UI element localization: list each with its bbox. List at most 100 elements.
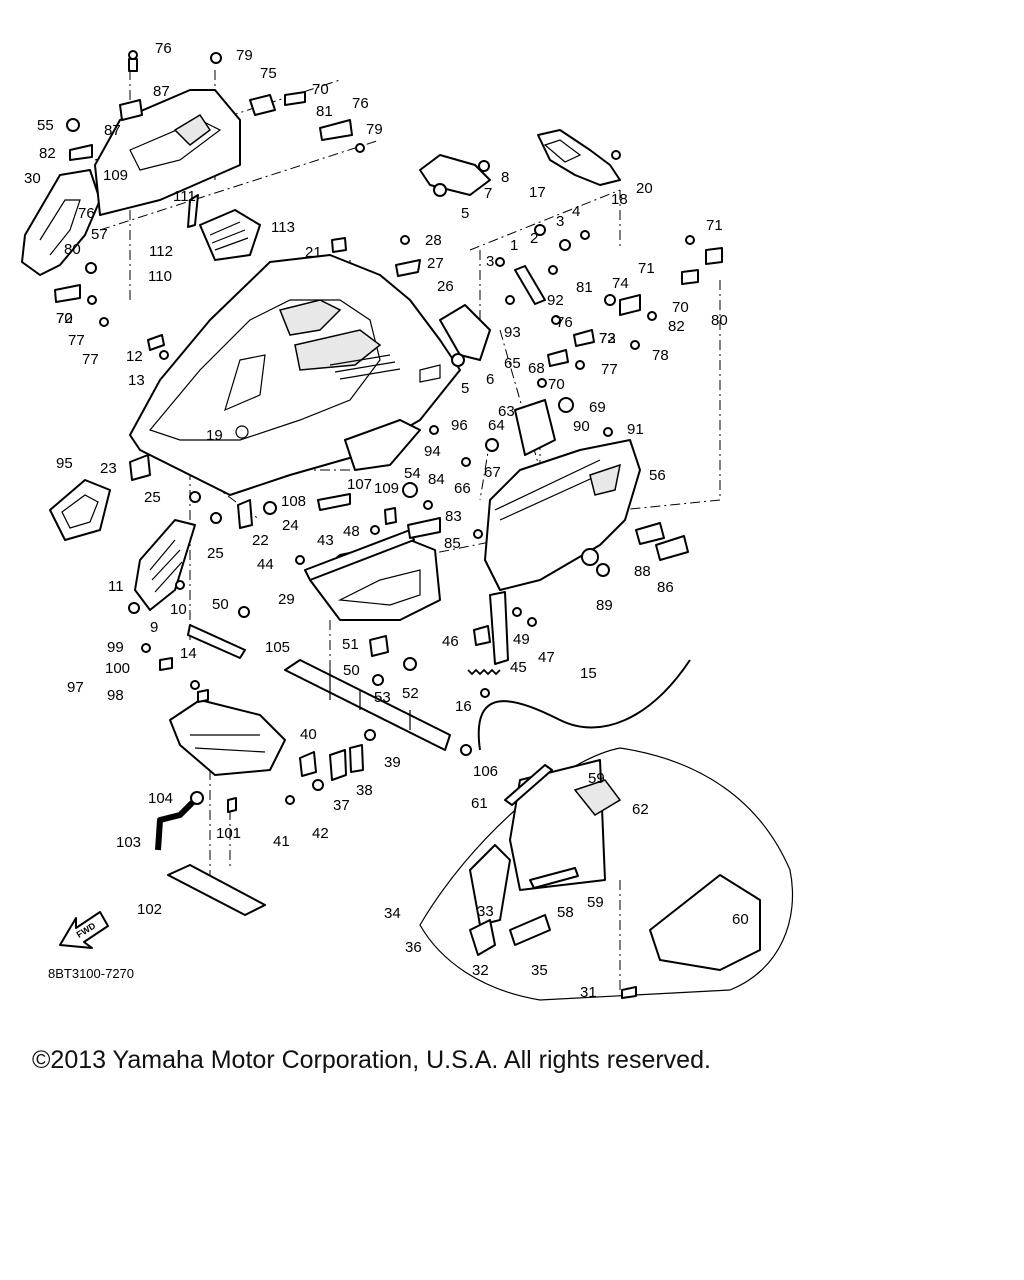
bracket-63 bbox=[514, 399, 556, 456]
callout-79: 79 bbox=[366, 121, 383, 138]
callout-77: 77 bbox=[68, 332, 85, 349]
callout-67: 67 bbox=[484, 464, 501, 481]
hardware bbox=[54, 50, 723, 813]
callout-82: 82 bbox=[39, 145, 56, 162]
callout-11: 11 bbox=[108, 578, 124, 595]
callout-7: 7 bbox=[484, 185, 492, 202]
callout-76: 76 bbox=[155, 40, 172, 57]
front-cover bbox=[484, 439, 641, 591]
callout-81: 81 bbox=[316, 103, 333, 120]
hose-103 bbox=[155, 797, 198, 851]
callout-83: 83 bbox=[445, 508, 462, 525]
callout-75: 75 bbox=[260, 65, 277, 82]
callout-45: 45 bbox=[510, 659, 527, 676]
callout-65: 65 bbox=[504, 355, 521, 372]
grille-piece bbox=[199, 209, 261, 261]
bracket-7 bbox=[419, 154, 491, 196]
callout-57: 57 bbox=[91, 226, 108, 243]
plate-6 bbox=[439, 304, 491, 361]
callout-47: 47 bbox=[538, 649, 555, 666]
callout-3: 3 bbox=[486, 253, 494, 270]
callout-90: 90 bbox=[573, 418, 590, 435]
callout-61: 61 bbox=[471, 795, 488, 812]
callout-100: 100 bbox=[105, 660, 130, 677]
callout-97: 97 bbox=[67, 679, 84, 696]
callout-84: 84 bbox=[428, 471, 445, 488]
callout-64: 64 bbox=[488, 417, 505, 434]
callout-25: 25 bbox=[207, 545, 224, 562]
callout-109: 109 bbox=[103, 167, 128, 184]
side-panel-left bbox=[21, 169, 101, 276]
callout-53: 53 bbox=[374, 689, 391, 706]
callout-93: 93 bbox=[504, 324, 521, 341]
callout-13: 13 bbox=[128, 372, 145, 389]
callout-9: 9 bbox=[150, 619, 158, 636]
callout-72: 72 bbox=[599, 330, 616, 347]
callout-54: 54 bbox=[404, 465, 421, 482]
callout-29: 29 bbox=[278, 591, 295, 608]
callout-41: 41 bbox=[273, 833, 290, 850]
callout-3: 3 bbox=[556, 213, 564, 230]
callout-76: 76 bbox=[352, 95, 369, 112]
part-95 bbox=[49, 479, 111, 541]
callout-72: 72 bbox=[56, 310, 73, 327]
callout-88: 88 bbox=[634, 563, 651, 580]
hull-outline bbox=[419, 747, 794, 1001]
callout-12: 12 bbox=[126, 348, 143, 365]
copyright-notice: ©2013 Yamaha Motor Corporation, U.S.A. A… bbox=[32, 1046, 711, 1074]
callout-58: 58 bbox=[557, 904, 574, 921]
callout-86: 86 bbox=[657, 579, 674, 596]
frame-bar bbox=[284, 659, 451, 751]
callout-16: 16 bbox=[455, 698, 472, 715]
tray-94 bbox=[344, 419, 421, 471]
callout-22: 22 bbox=[252, 532, 269, 549]
callout-85: 85 bbox=[444, 535, 461, 552]
spring-16 bbox=[467, 668, 501, 676]
callout-78: 78 bbox=[652, 347, 669, 364]
inner-panel bbox=[304, 529, 441, 621]
callout-55: 55 bbox=[37, 117, 54, 134]
callout-77: 77 bbox=[82, 351, 99, 368]
callout-70: 70 bbox=[56, 310, 73, 327]
callout-106: 106 bbox=[473, 763, 498, 780]
callout-19: 19 bbox=[206, 427, 223, 444]
callout-2: 2 bbox=[530, 230, 538, 247]
callout-66: 66 bbox=[454, 480, 471, 497]
callout-79: 79 bbox=[236, 47, 253, 64]
callout-34: 34 bbox=[384, 905, 401, 922]
callout-25: 25 bbox=[144, 489, 161, 506]
callout-87: 87 bbox=[104, 122, 121, 139]
callout-33: 33 bbox=[477, 903, 494, 920]
callout-109: 109 bbox=[374, 480, 399, 497]
callout-107: 107 bbox=[347, 476, 372, 493]
callout-17: 17 bbox=[529, 184, 546, 201]
callout-48: 48 bbox=[343, 523, 360, 540]
callout-49: 49 bbox=[513, 631, 530, 648]
callout-15: 15 bbox=[580, 665, 597, 682]
callout-10: 10 bbox=[170, 601, 187, 618]
callout-59: 59 bbox=[587, 894, 604, 911]
callout-70: 70 bbox=[672, 299, 689, 316]
callout-103: 103 bbox=[116, 834, 141, 851]
callout-36: 36 bbox=[405, 939, 422, 956]
callout-82: 82 bbox=[668, 318, 685, 335]
callout-6: 6 bbox=[486, 371, 494, 388]
callout-102: 102 bbox=[137, 901, 162, 918]
callout-8: 8 bbox=[501, 169, 509, 186]
callout-43: 43 bbox=[317, 532, 334, 549]
callout-60: 60 bbox=[732, 911, 749, 928]
callout-110: 110 bbox=[148, 268, 172, 285]
callout-89: 89 bbox=[596, 597, 613, 614]
callout-24: 24 bbox=[282, 517, 299, 534]
callout-27: 27 bbox=[427, 255, 444, 272]
callout-73: 73 bbox=[599, 330, 616, 347]
callout-50: 50 bbox=[212, 596, 229, 613]
callout-63: 63 bbox=[498, 403, 515, 420]
cable-15 bbox=[477, 659, 691, 751]
callout-69: 69 bbox=[589, 399, 606, 416]
parts-diagram: FWD 8BT3100-7270 12334556789101112131415… bbox=[21, 40, 794, 1001]
callout-98: 98 bbox=[107, 687, 124, 704]
callout-91: 91 bbox=[627, 421, 644, 438]
callout-105: 105 bbox=[265, 639, 290, 656]
